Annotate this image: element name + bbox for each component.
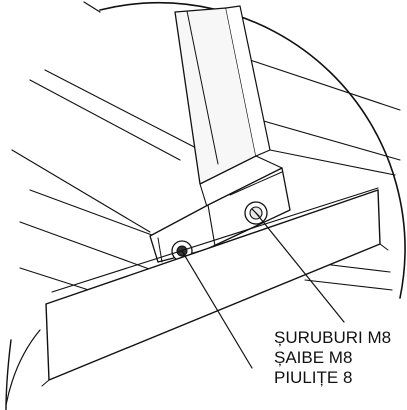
callout-nuts: PIULIȚE 8 <box>274 368 353 387</box>
hardware-callout: ȘURUBURI M8 ȘAIBE M8 PIULIȚE 8 <box>274 328 407 388</box>
callout-washers: ȘAIBE M8 <box>274 348 353 367</box>
callout-bolts: ȘURUBURI M8 <box>274 328 392 347</box>
leader-lines <box>181 212 345 369</box>
circle-arc-left <box>5 329 41 406</box>
vertical-post <box>174 5 283 211</box>
frame-rails <box>11 59 401 301</box>
corner-bracket <box>149 167 291 263</box>
side-board <box>41 187 389 387</box>
